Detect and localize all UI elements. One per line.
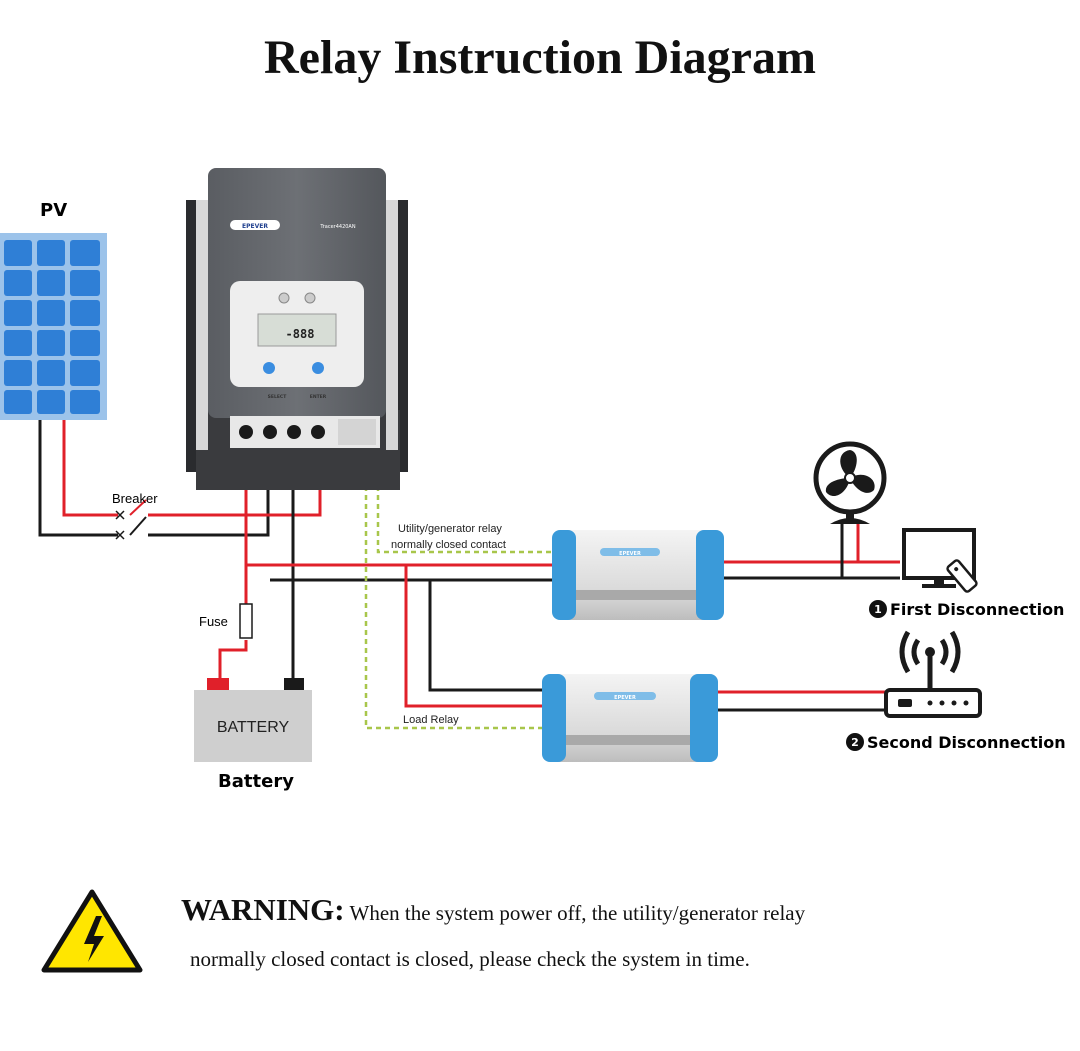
page-title: Relay Instruction Diagram bbox=[264, 31, 816, 84]
first-badge bbox=[869, 600, 887, 618]
second-badge-number: 2 bbox=[851, 736, 859, 749]
fuse-icon bbox=[239, 603, 253, 639]
warning-icon bbox=[41, 889, 143, 973]
warning-line-1: WARNING: When the system power off, the … bbox=[181, 892, 805, 928]
battery-label: Battery bbox=[218, 771, 294, 792]
solar-panel-icon bbox=[0, 233, 107, 420]
breaker-label: Breaker bbox=[112, 491, 158, 506]
battery-box-label: BATTERY bbox=[217, 719, 290, 736]
inverter-1 bbox=[552, 530, 724, 620]
monitor-icon bbox=[902, 528, 978, 593]
first-badge-number: 1 bbox=[874, 603, 882, 616]
warning-heading: WARNING: bbox=[181, 892, 345, 927]
second-badge bbox=[846, 733, 864, 751]
warning-text-1: When the system power off, the utility/g… bbox=[349, 901, 806, 925]
battery-icon bbox=[194, 678, 312, 762]
breaker-icon bbox=[115, 510, 125, 540]
controller-brand: EPEVER bbox=[242, 223, 268, 230]
controller-select-label: SELECT bbox=[268, 394, 288, 400]
load-relay-label: Load Relay bbox=[403, 714, 459, 726]
second-disconnection-label: Second Disconnection bbox=[867, 733, 1066, 752]
warning-text-2: normally closed contact is closed, pleas… bbox=[190, 947, 750, 971]
inverter-2-brand: EPEVER bbox=[614, 695, 636, 701]
pv-label: PV bbox=[40, 200, 67, 221]
fuse-label: Fuse bbox=[199, 614, 228, 629]
inverter-2 bbox=[542, 674, 718, 762]
utility-relay-label-1: Utility/generator relay bbox=[398, 523, 502, 535]
charge-controller bbox=[186, 168, 408, 490]
controller-model: Tracer4420AN bbox=[319, 224, 355, 230]
controller-enter-label: ENTER bbox=[310, 394, 327, 400]
controller-lcd: -888 bbox=[286, 327, 315, 341]
inverter-1-brand: EPEVER bbox=[619, 551, 641, 557]
utility-relay-label-2: normally closed contact bbox=[391, 539, 506, 551]
first-disconnection-label: First Disconnection bbox=[890, 600, 1064, 619]
router-icon bbox=[884, 630, 982, 718]
fan-icon bbox=[813, 441, 887, 524]
